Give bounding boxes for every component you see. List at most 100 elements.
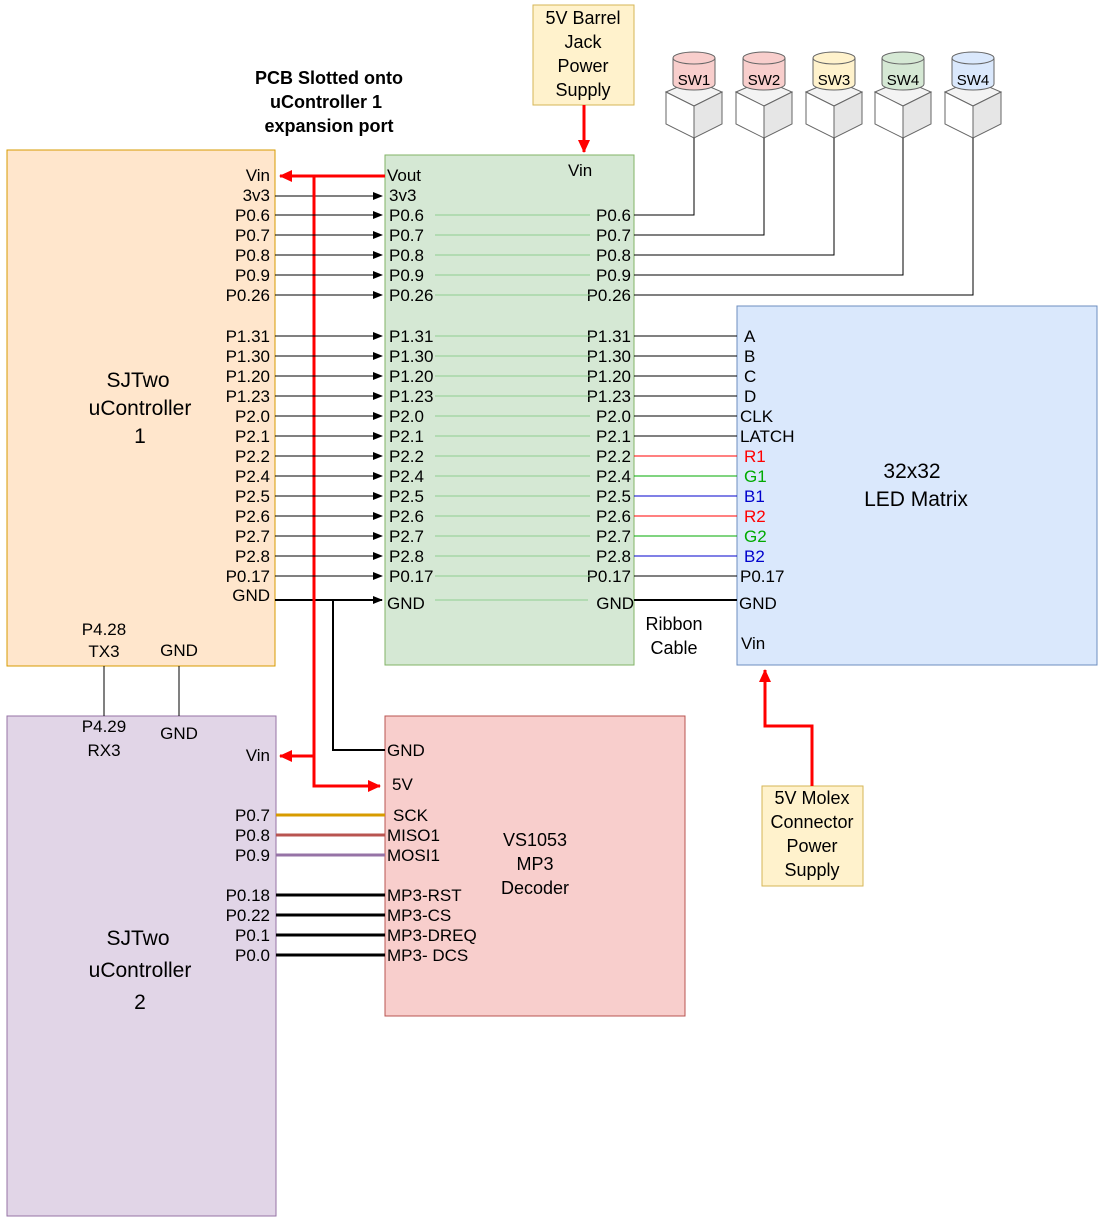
barrel-line4: Supply — [555, 80, 610, 100]
switch-cap-top — [951, 51, 995, 65]
uc1-name-line2: uController — [89, 397, 192, 420]
uc1-pin-label: P0.26 — [226, 286, 270, 305]
pcb-left-pin-label: P2.5 — [389, 487, 424, 506]
switch-label: SW4 — [887, 72, 920, 89]
molex-box — [761, 785, 864, 887]
pcb-right-pin-label: P1.30 — [587, 347, 631, 366]
title-note-line2: uController 1 — [270, 92, 382, 112]
led-pin-label: P0.17 — [740, 567, 784, 586]
switch-cap-body — [812, 57, 856, 91]
pcb-right-pin-label: P2.7 — [596, 527, 631, 546]
uc2-ctrl-pin-label: P0.0 — [235, 946, 270, 965]
uc2-spi-pin-label: P0.9 — [235, 846, 270, 865]
pcb-left-pin-label: P1.31 — [389, 327, 433, 346]
led-pin-label: C — [744, 367, 756, 386]
barrel-jack-box — [532, 4, 635, 106]
uc1-pin-label: P2.8 — [235, 547, 270, 566]
pcb-left-pin-label: P2.8 — [389, 547, 424, 566]
uc2-rx-pin-label: P4.29 — [82, 717, 126, 736]
uc2-box — [6, 715, 277, 1217]
uc1-pin-label: P0.6 — [235, 206, 270, 225]
uc2-spi-pin-label: P0.7 — [235, 806, 270, 825]
mp3-ctrl-pin-label: MP3- DCS — [387, 946, 468, 965]
ribbon-line1: Ribbon — [645, 614, 702, 634]
uc1-pin-label: P2.2 — [235, 447, 270, 466]
uc1-pin-label: P1.23 — [226, 387, 270, 406]
wire-gnd-mp3 — [332, 600, 385, 751]
led-pin-label: G2 — [744, 527, 767, 546]
pcb-gnd-left-label: GND — [387, 594, 425, 613]
led-pin-label: B — [744, 347, 755, 366]
uc1-pin-label: P2.6 — [235, 507, 270, 526]
wire-switch — [634, 138, 765, 236]
led-pin-label: LATCH — [740, 427, 794, 446]
switch-cap-body — [672, 57, 716, 91]
barrel-line3: Power — [557, 56, 608, 76]
uc1-3v3-label: 3v3 — [243, 186, 270, 205]
mp3-decoder-box — [384, 715, 686, 1017]
mp3-name-line1: VS1053 — [503, 830, 567, 850]
pcb-3v3-label: 3v3 — [389, 186, 416, 205]
pcb-right-pin-label: P2.0 — [596, 407, 631, 426]
uc1-pin-label: P1.20 — [226, 367, 270, 386]
pcb-left-pin-label: P2.7 — [389, 527, 424, 546]
switch-label: SW3 — [818, 72, 851, 89]
wire-molex-power — [759, 669, 814, 786]
pcb-right-pin-label: P0.8 — [596, 246, 631, 265]
uc1-box — [6, 149, 276, 667]
pcb-left-pin-label: P1.30 — [389, 347, 433, 366]
uc1-name-line1: SJTwo — [106, 369, 169, 392]
pcb-vin-label: Vin — [568, 161, 592, 180]
pcb-left-pin-label: P2.2 — [389, 447, 424, 466]
mp3-name-line2: MP3 — [516, 854, 553, 874]
switch-cap-top — [881, 51, 925, 65]
pcb-left-pin-label: P0.17 — [389, 567, 433, 586]
uc2-rx-label: RX3 — [87, 741, 120, 760]
pcb-box — [384, 154, 635, 666]
molex-line1: 5V Molex — [774, 788, 849, 808]
switch-base-right — [833, 91, 863, 139]
uc1-pin-label: P1.30 — [226, 347, 270, 366]
pcb-right-pin-label: P1.20 — [587, 367, 631, 386]
mp3-ctrl-pin-label: MP3-CS — [387, 906, 451, 925]
mp3-spi-pin-label: MOSI1 — [387, 846, 440, 865]
pcb-left-pin-label: P0.26 — [389, 286, 433, 305]
uc1-tx-pin-label: P4.28 — [82, 620, 126, 639]
led-pin-label: D — [744, 387, 756, 406]
led-vin-label: Vin — [741, 634, 765, 653]
uc1-pin-label: P1.31 — [226, 327, 270, 346]
mp3-spi-pin-label: MISO1 — [387, 826, 440, 845]
switch-cap-top — [672, 51, 716, 65]
led-pin-label: G1 — [744, 467, 767, 486]
uc2-ctrl-pin-label: P0.18 — [226, 886, 270, 905]
switch-cap-top — [812, 51, 856, 65]
led-gnd-label: GND — [739, 594, 777, 613]
switch-label: SW4 — [957, 72, 990, 89]
mp3-5v-label: 5V — [392, 775, 413, 794]
title-note-line3: expansion port — [264, 116, 393, 136]
switch-cap-body — [742, 57, 786, 91]
uc2-spi-pin-label: P0.8 — [235, 826, 270, 845]
pcb-left-pin-label: P0.6 — [389, 206, 424, 225]
uc2-name-line2: uController — [89, 959, 192, 982]
pcb-right-pin-label: P2.6 — [596, 507, 631, 526]
mp3-ctrl-pin-label: MP3-DREQ — [387, 926, 477, 945]
uc2-ctrl-pin-label: P0.22 — [226, 906, 270, 925]
pcb-right-pin-label: P0.9 — [596, 266, 631, 285]
title-note-line1: PCB Slotted onto — [255, 68, 403, 88]
led-name-line2: LED Matrix — [864, 488, 968, 511]
pcb-left-pin-label: P1.20 — [389, 367, 433, 386]
pcb-right-pin-label: P0.17 — [587, 567, 631, 586]
ribbon-line2: Cable — [650, 638, 697, 658]
pcb-right-pin-label: P0.26 — [587, 286, 631, 305]
uc1-pin-label: P0.8 — [235, 246, 270, 265]
led-pin-label: R1 — [744, 447, 766, 466]
uc1-pin-label: P0.7 — [235, 226, 270, 245]
pcb-left-pin-label: P1.23 — [389, 387, 433, 406]
mp3-spi-pin-label: SCK — [393, 806, 429, 825]
wire-switch — [634, 138, 835, 256]
pcb-gnd-right-label: GND — [596, 594, 634, 613]
molex-line4: Supply — [784, 860, 839, 880]
uc1-pin-label: P2.5 — [235, 487, 270, 506]
